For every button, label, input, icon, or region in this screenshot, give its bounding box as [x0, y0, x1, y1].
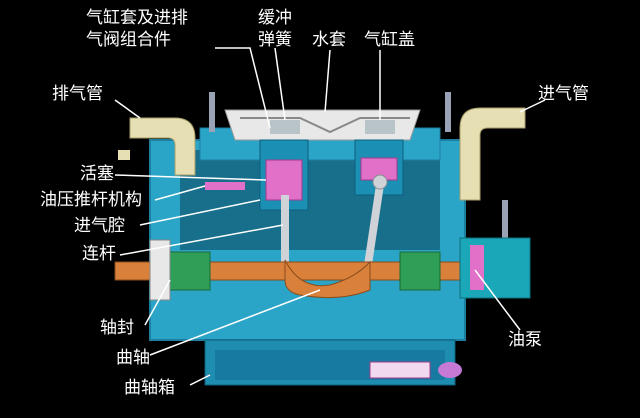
bearing-left — [169, 251, 211, 291]
stud-far-right — [502, 200, 508, 250]
label-intake-pipe: 进气管 — [538, 84, 589, 104]
shaft-seal-body — [149, 239, 171, 301]
oil-push-rod — [205, 182, 245, 190]
stud-left — [209, 92, 215, 132]
label-cylinder-jacket-2: 气阀组合件 — [86, 30, 171, 50]
label-cylinder-jacket: 气缸套及进排 — [86, 8, 188, 28]
leader-connecting-rod — [119, 224, 284, 256]
exhaust-pipe — [129, 117, 196, 176]
label-buffer-spring-2: 弹簧 — [258, 30, 292, 50]
label-crankshaft: 曲轴 — [116, 348, 150, 368]
label-intake-chamber: 进气腔 — [74, 216, 125, 236]
connecting-rod-right — [364, 178, 385, 265]
leader-buffer-spring — [274, 47, 286, 121]
label-crankcase: 曲轴箱 — [124, 378, 175, 398]
leader-intake-pipe — [519, 99, 546, 113]
oil-drain-cylinder — [369, 361, 431, 379]
bearing-right — [399, 251, 441, 291]
connecting-rod-left — [281, 195, 289, 265]
piston-left — [265, 159, 303, 201]
label-shaft-seal: 轴封 — [100, 318, 134, 338]
intake-pipe — [459, 107, 526, 201]
leader-exhaust-pipe — [114, 99, 141, 119]
buffer-spring-left — [270, 120, 300, 134]
wrist-pin-right — [372, 174, 388, 190]
label-piston: 活塞 — [80, 164, 114, 184]
label-buffer-spring: 缓冲 — [258, 8, 292, 28]
leader-piston — [114, 174, 267, 181]
leader-lines — [114, 47, 546, 386]
label-oil-pump: 油泵 — [508, 330, 542, 350]
label-exhaust-pipe: 排气管 — [52, 84, 103, 104]
label-cylinder-cover: 气缸盖 — [364, 30, 415, 50]
leader-water-jacket — [324, 49, 331, 113]
label-oil-push-rod: 油压推杆机构 — [40, 190, 142, 210]
leader-oil-pump — [474, 269, 521, 331]
oil-pump-plate — [470, 245, 484, 290]
crank-throw — [284, 259, 371, 299]
leader-crankshaft — [149, 289, 321, 356]
leader-shaft-seal — [144, 279, 171, 326]
oil-drain-cap — [438, 362, 462, 378]
label-connecting-rod: 连杆 — [82, 244, 116, 264]
exhaust-nozzle — [118, 150, 130, 160]
stud-right — [445, 92, 451, 132]
label-water-jacket: 水套 — [312, 30, 346, 50]
buffer-spring-right — [365, 120, 395, 134]
water-channel — [240, 117, 410, 134]
leader-intake-chamber — [139, 199, 261, 226]
leader-cylinder-jacket — [215, 47, 271, 129]
leader-oil-push-rod — [154, 185, 206, 201]
leader-crankcase — [189, 374, 211, 386]
